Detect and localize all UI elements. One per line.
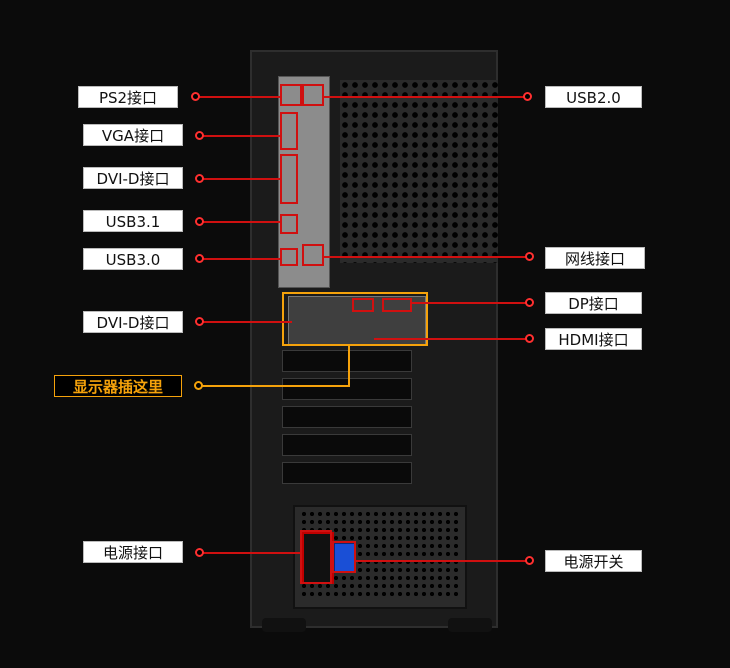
vga-dot <box>195 131 204 140</box>
case-foot <box>262 618 306 632</box>
hdmi-port-marker <box>352 298 374 312</box>
dp-port-marker <box>382 298 412 312</box>
power-switch-marker <box>332 541 356 573</box>
lan-port-marker <box>302 244 324 266</box>
power-port-leader <box>200 552 302 554</box>
hdmi-dot <box>525 334 534 343</box>
power-switch-leader <box>356 560 530 562</box>
label-power-switch: 电源开关 <box>545 550 642 572</box>
lan-leader <box>324 256 530 258</box>
label-usb20: USB2.0 <box>545 86 642 108</box>
expansion-slot <box>282 406 412 428</box>
label-dp: DP接口 <box>545 292 642 314</box>
lan-dot <box>525 252 534 261</box>
label-dvi-d-top: DVI-D接口 <box>83 167 183 189</box>
label-usb30: USB3.0 <box>83 248 183 270</box>
usb30-leader <box>200 258 282 260</box>
dvi-dot <box>195 174 204 183</box>
case-foot <box>448 618 492 632</box>
label-power-port: 电源接口 <box>83 541 183 563</box>
usb20-dot <box>523 92 532 101</box>
dvi-leader <box>200 178 282 180</box>
hdmi-leader <box>374 338 530 340</box>
power-switch-dot <box>525 556 534 565</box>
label-dvi-d-gpu: DVI-D接口 <box>83 311 183 333</box>
label-ps2: PS2接口 <box>78 86 178 108</box>
expansion-slot <box>282 350 412 372</box>
dp-leader <box>412 302 530 304</box>
vga-port-marker <box>280 112 298 150</box>
usb31-port-marker <box>280 214 298 234</box>
display-insert-dot <box>194 381 203 390</box>
power-port-dot <box>195 548 204 557</box>
expansion-slot <box>282 462 412 484</box>
ps2-leader <box>196 96 282 98</box>
vga-leader <box>200 135 282 137</box>
dvi-gpu-leader <box>200 321 292 323</box>
fan-vent <box>340 80 498 263</box>
gpu-highlight-line <box>348 346 350 386</box>
power-outlet-marker <box>300 530 332 584</box>
usb20-leader <box>324 96 528 98</box>
dvi-gpu-dot <box>195 317 204 326</box>
dvi-port-marker <box>280 154 298 204</box>
label-hdmi: HDMI接口 <box>545 328 642 350</box>
io-panel <box>278 76 330 288</box>
usb20-port-marker <box>302 84 324 106</box>
gpu-highlight-box <box>282 292 428 346</box>
usb30-dot <box>195 254 204 263</box>
label-display-insert: 显示器插这里 <box>54 375 182 397</box>
expansion-slot <box>282 434 412 456</box>
gpu-highlight-line <box>200 385 350 387</box>
expansion-slot <box>282 378 412 400</box>
ps2-dot <box>191 92 200 101</box>
label-vga: VGA接口 <box>83 124 183 146</box>
label-usb31: USB3.1 <box>83 210 183 232</box>
ps2-port-marker <box>280 84 302 106</box>
usb31-leader <box>200 221 282 223</box>
usb31-dot <box>195 217 204 226</box>
dp-dot <box>525 298 534 307</box>
usb30-port-marker <box>280 248 298 266</box>
label-lan: 网线接口 <box>545 247 645 269</box>
